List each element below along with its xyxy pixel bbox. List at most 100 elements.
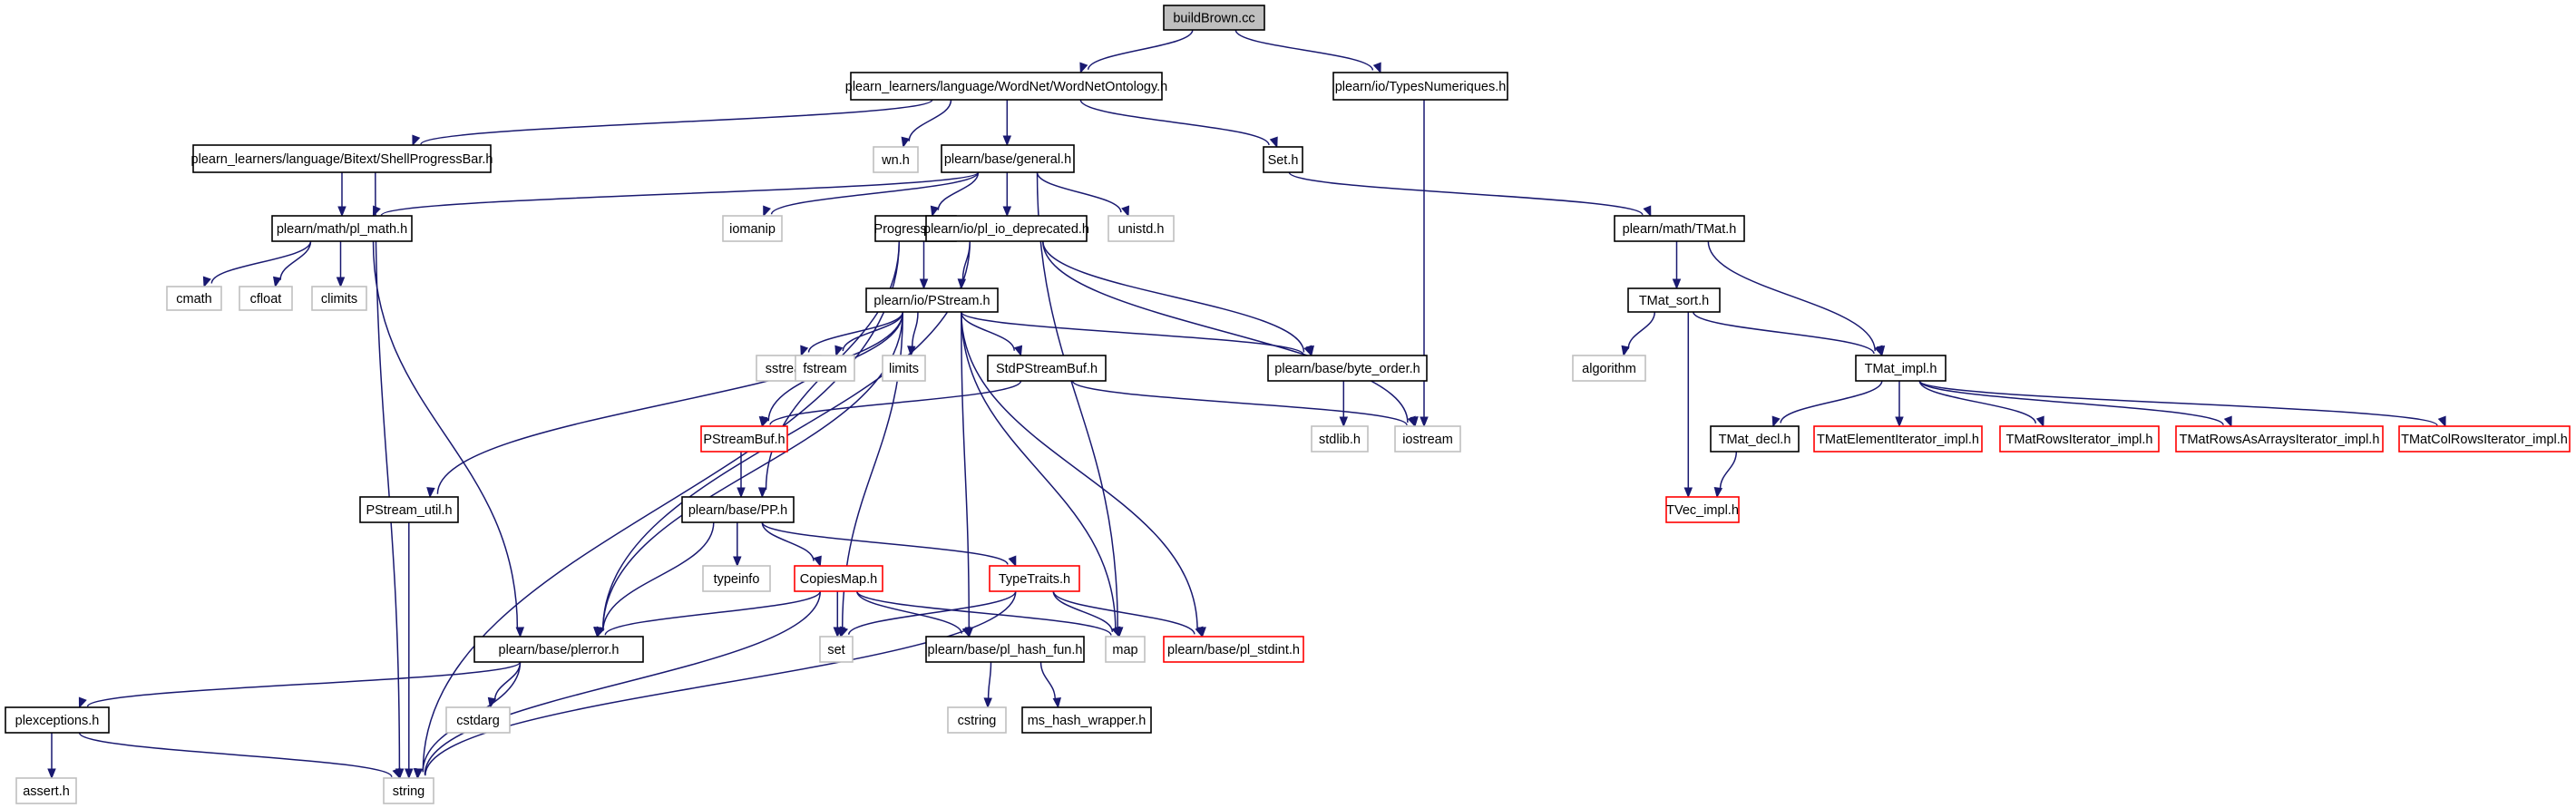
node-label: plearn/base/byte_order.h (1274, 362, 1420, 376)
include-edge-pp-to-plerror (593, 521, 715, 638)
node-label: plearn_learners/language/WordNet/WordNet… (845, 80, 1167, 94)
edge-line (279, 240, 312, 280)
node-box (1627, 287, 1721, 313)
node-label: iomanip (729, 222, 776, 237)
include-edge-tmat-to-tmatsort (1672, 241, 1682, 290)
edge-arrowhead (1683, 487, 1693, 499)
node-tmatcolrows[interactable]: TMatColRowsIterator_impl.h (2398, 425, 2571, 453)
include-edge-plhashfun-to-mshash (1039, 661, 1061, 709)
node-stdpsbuf[interactable]: StdPStreamBuf.h (987, 355, 1107, 382)
include-edge-wordnetonto-to-shellprog (412, 99, 933, 147)
include-edge-stdpsbuf-to-iostream (1071, 380, 1416, 428)
node-box (722, 215, 783, 242)
node-label: TMatColRowsIterator_impl.h (2401, 433, 2568, 447)
node-pp[interactable]: plearn/base/PP.h (681, 496, 795, 523)
node-byteorder[interactable]: plearn/base/byte_order.h (1267, 355, 1428, 382)
edge-arrowhead (1002, 135, 1012, 147)
node-label: plearn/io/pl_io_deprecated.h (923, 222, 1089, 237)
edge-arrowhead (919, 278, 929, 290)
include-edge-general-to-plmath (372, 171, 980, 218)
edge-line (961, 311, 1015, 351)
node-box (359, 496, 459, 523)
node-general[interactable]: plearn/base/general.h (941, 144, 1075, 173)
node-tvecimpl[interactable]: TVec_impl.h (1665, 496, 1740, 523)
node-box (383, 777, 434, 804)
node-shellprog[interactable]: plearn_learners/language/Bitext/ShellPro… (191, 144, 493, 173)
node-buildBrown[interactable]: buildBrown.cc (1163, 5, 1265, 31)
edge-arrowhead (907, 346, 916, 357)
include-edge-typetraits-to-map (1052, 590, 1121, 638)
node-algorithm: algorithm (1572, 355, 1646, 382)
node-plhashfun[interactable]: plearn/base/pl_hash_fun.h (925, 636, 1085, 663)
node-tmatimpl[interactable]: TMat_impl.h (1855, 355, 1947, 382)
edge-line (1707, 240, 1876, 352)
include-edge-pstream-to-sstream (800, 311, 904, 357)
node-label: plearn/base/PP.h (688, 503, 787, 518)
node-label: TMatRowsIterator_impl.h (2006, 433, 2153, 447)
node-box (311, 286, 367, 311)
node-typetraits[interactable]: TypeTraits.h (989, 565, 1080, 592)
node-unistd: unistd.h (1107, 215, 1175, 242)
include-edge-tmat-to-tmatimpl (1707, 240, 1886, 357)
node-label: plearn/io/TypesNumeriques.h (1335, 80, 1507, 94)
node-typesnum[interactable]: plearn/io/TypesNumeriques.h (1332, 72, 1508, 101)
node-label: wn.h (881, 153, 910, 168)
node-tmat[interactable]: plearn/math/TMat.h (1614, 215, 1745, 242)
node-box (865, 287, 999, 313)
node-seth[interactable]: Set.h (1263, 146, 1303, 173)
node-tmatrowsit[interactable]: TMatRowsIterator_impl.h (1999, 425, 2160, 453)
edge-line (761, 521, 815, 561)
include-edge-tmatimpl-to-tmatelit (1895, 381, 1904, 428)
node-wordnetonto[interactable]: plearn_learners/language/WordNet/WordNet… (845, 72, 1167, 101)
node-pliodep[interactable]: plearn/io/pl_io_deprecated.h (923, 215, 1089, 242)
edge-line (420, 99, 933, 145)
node-pstream[interactable]: plearn/io/PStream.h (865, 287, 999, 313)
edge-line (961, 311, 971, 629)
node-box (1311, 425, 1369, 453)
node-mshash[interactable]: ms_hash_wrapper.h (1021, 706, 1152, 734)
node-psbuf[interactable]: PStreamBuf.h (700, 425, 788, 453)
node-plmath[interactable]: plearn/math/pl_math.h (271, 215, 413, 242)
edge-line (1042, 240, 1305, 353)
edge-line (210, 240, 312, 284)
node-psutil[interactable]: PStream_util.h (359, 496, 459, 523)
edge-arrowhead (733, 556, 742, 568)
node-plstdint[interactable]: plearn/base/pl_stdint.h (1163, 636, 1304, 663)
node-set: set (819, 636, 854, 663)
node-label: unistd.h (1118, 222, 1165, 237)
include-edge-progressbar-to-string (413, 240, 901, 780)
include-edge-copiesmap-to-string (414, 590, 822, 780)
node-tmatelit[interactable]: TMatElementIterator_impl.h (1813, 425, 1983, 453)
node-plerror[interactable]: plearn/base/plerror.h (473, 636, 644, 663)
include-edge-shellprog-to-string (375, 171, 405, 780)
node-tmatdecl[interactable]: TMat_decl.h (1710, 425, 1800, 453)
include-edge-shellprog-to-plmath (337, 172, 346, 218)
include-edge-plhashfun-to-cstring (983, 661, 992, 709)
edge-arrowhead (47, 768, 56, 780)
node-copiesmap[interactable]: CopiesMap.h (794, 565, 883, 592)
node-label: plearn/base/general.h (944, 152, 1071, 167)
node-box (1614, 215, 1745, 242)
edge-arrowhead (1874, 345, 1883, 357)
edge-arrowhead (1269, 136, 1278, 149)
edge-arrowhead (761, 415, 770, 428)
node-iostream: iostream (1394, 425, 1461, 453)
node-plexceptions[interactable]: plexceptions.h (5, 706, 110, 734)
edge-arrowhead (1195, 626, 1204, 638)
edge-line (1039, 661, 1057, 700)
include-edge-pstream-to-byteorder (961, 311, 1312, 357)
node-tmatsort[interactable]: TMat_sort.h (1627, 287, 1721, 313)
edge-line (604, 590, 822, 636)
node-box (1813, 425, 1983, 453)
node-label: string (393, 784, 424, 799)
node-box (1107, 215, 1175, 242)
edge-arrowhead (757, 487, 767, 499)
include-edge-seth-to-tmat (1288, 171, 1652, 218)
node-tmatrowsarr[interactable]: TMatRowsAsArraysIterator_impl.h (2175, 425, 2384, 453)
node-box (1999, 425, 2160, 453)
edge-line (842, 311, 904, 352)
node-label: TMatRowsAsArraysIterator_impl.h (2180, 433, 2380, 447)
include-edge-copiesmap-to-plhashfun (856, 590, 971, 638)
edge-line (961, 311, 1304, 355)
node-box (1710, 425, 1800, 453)
